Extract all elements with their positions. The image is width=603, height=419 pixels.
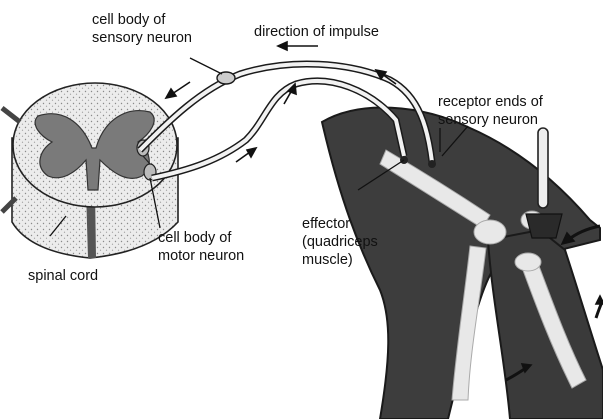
dorsal-root-left: [2, 108, 20, 122]
nerve-ending: [428, 160, 436, 168]
label-direction-of-impulse: direction of impulse: [254, 24, 379, 40]
kick-arrow-icon: [596, 296, 603, 318]
spinal-cord: [2, 83, 178, 258]
arrow-icon: [236, 148, 256, 162]
leg: [322, 108, 603, 419]
arrow-icon: [166, 82, 190, 98]
label-spinal-cord: spinal cord: [28, 268, 98, 284]
direction-arrow-icon: [278, 42, 318, 50]
tibia-right-head: [515, 253, 541, 271]
femur-head: [474, 220, 506, 244]
sensory-neuron-cell-body: [217, 72, 235, 84]
